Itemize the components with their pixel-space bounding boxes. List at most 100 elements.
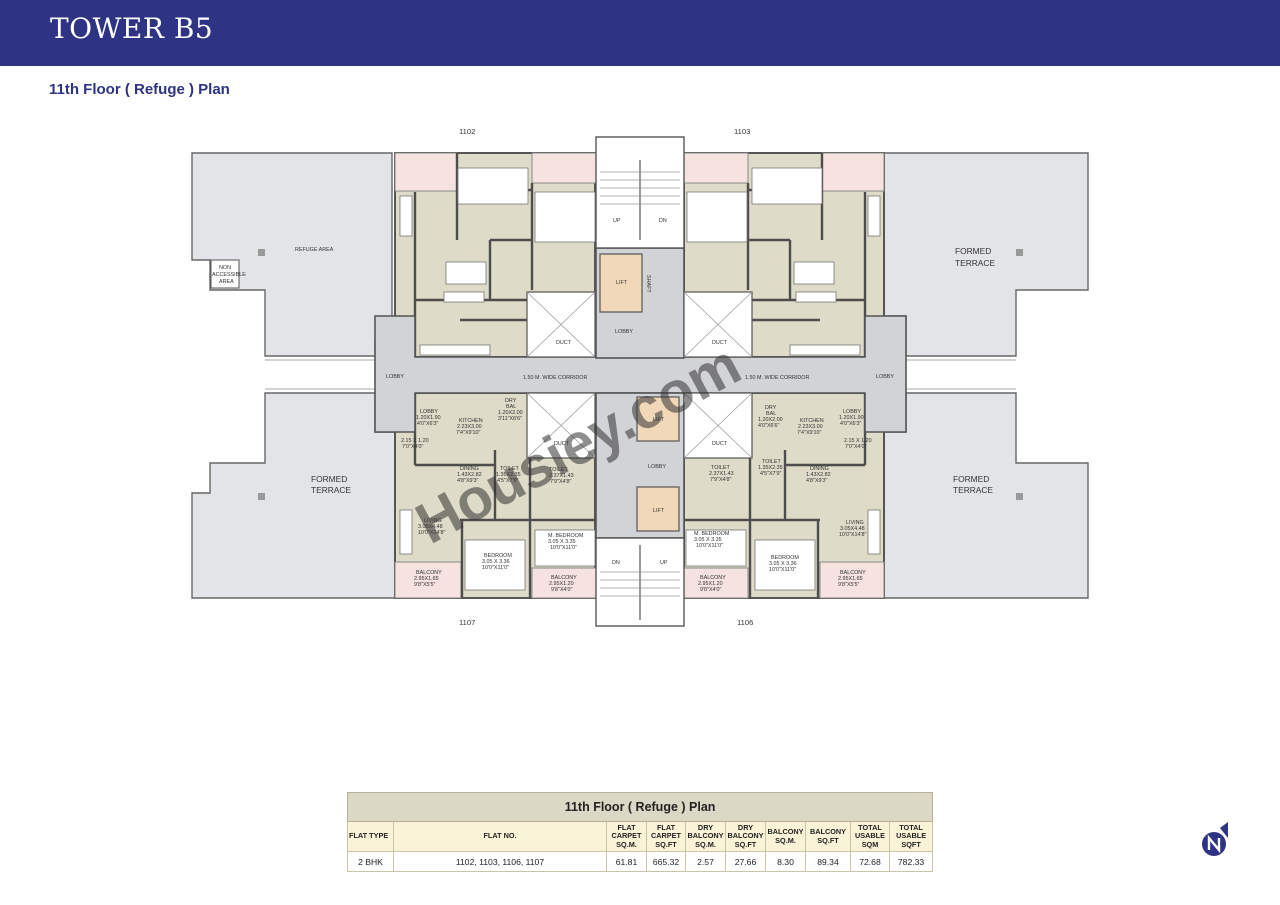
room-dim: 1.20X1.90 [416,415,441,421]
lift [636,396,680,442]
room-dim: 10'0"X11'0" [769,567,796,573]
header-line: BALCONY [727,831,764,841]
formed-terrace-label: TERRACE [311,485,351,495]
duct-shafts [526,291,753,459]
room-dim: 4'0"X6'3" [840,421,862,427]
balcony [683,152,749,184]
header-line: CARPET [651,831,681,841]
shaft-label: SHAFT [645,275,651,293]
header-line: FLAT [656,822,676,832]
room-dim: 2.23X3.00 [798,424,823,430]
header-line: USABLE [855,831,885,841]
room-dim: 4'8"X9'3" [806,478,828,484]
flat-number-label: 1107 [459,618,475,627]
corridor-label: 1.50 M. WIDE CORRIDOR [745,375,810,381]
staircase-top [595,136,685,249]
header-line: SQ.FT [817,835,839,845]
lift [599,253,643,313]
room-dim: 9'8"X5'5" [838,582,860,588]
room-dim: 10'0"X11'0" [696,543,723,549]
table-title: 11th Floor ( Refuge ) Plan [346,792,934,822]
room-dim: 3.05X4.48 [418,524,443,530]
room-label: TOILET [500,466,519,472]
table-cell: 27.66 [725,851,766,872]
page-header: TOWER B5 [0,0,1280,66]
non-accessible-label: AREA [219,279,234,285]
balcony [821,152,885,192]
room-label: BALCONY [416,570,442,576]
table-cell: 1102, 1103, 1106, 1107 [393,851,607,872]
room-dim: 4'0"X6'3" [417,421,439,427]
duct-label: DUCT [554,441,570,447]
header-line: SQ.M. [695,839,716,849]
stair-up-label: UP [660,560,668,566]
room-dim: 9'8"X4'0" [700,587,722,593]
flat-number-label: 1103 [734,127,750,136]
formed-terrace-label: FORMED [955,246,991,256]
refuge-area-label: REFUGE AREA [295,247,334,253]
balcony [683,567,749,599]
formed-terrace-label: FORMED [311,474,347,484]
room-dim: 3.05 X 3.36 [482,559,510,565]
room-dim: 3.05X4.48 [840,526,865,532]
room-label: BEDROOM [771,555,799,561]
room-label: LOBBY [420,409,438,415]
duct-label: DUCT [712,340,728,346]
room-label: DRY [765,405,777,411]
brand-n-logo-icon [1202,822,1228,856]
area-table: 11th Floor ( Refuge ) Plan FLAT TYPE FLAT… [346,792,934,872]
header-line: SQ.FT [655,839,677,849]
room-dim: 2.95X1.20 [698,581,723,587]
formed-terrace-label: TERRACE [955,258,995,268]
room-dim: 7'9"X4'8" [710,477,732,483]
room-dim: 2.37X1.43 [549,473,574,479]
room-dim: 2.15 X 1.20 [844,438,872,444]
room-dim: 2.95X1.20 [549,581,574,587]
lift-label: LIFT [616,280,628,286]
room-dim: 2.15 X 1.20 [401,438,429,444]
room-dim: 1.35X2.35 [758,465,783,471]
terrace-columns [258,249,1023,500]
room-label: BAL [766,411,776,417]
table-cell: 2.57 [685,851,726,872]
table-cell: 72.68 [850,851,890,872]
room-dim: 1.43X2.82 [806,472,831,478]
lift-label: LIFT [653,508,665,514]
room-dim: 10'0"X11'0" [482,565,509,571]
room-label: M. BEDROOM [548,533,584,539]
room-dim: 4'8"X9'3" [457,478,479,484]
table-header-cell: FLAT TYPE [347,821,394,852]
flat-number-label: 1102 [459,127,475,136]
lobby-label: LOBBY [876,374,894,380]
staircase-bottom [595,537,685,627]
header-line: TOTAL [899,822,923,832]
header-line: USABLE [896,831,927,841]
table-cell: 2 BHK [347,851,394,872]
room-label: M. BEDROOM [694,531,730,537]
lobby-label: LOBBY [386,374,404,380]
room-dim: 10'0"X14'8" [418,530,446,536]
header-line: FLAT TYPE [349,831,389,841]
room-label: LIVING [424,518,442,524]
balcony [819,561,885,599]
header-line: TOTAL [858,822,882,832]
room-dim: 2.95X1.65 [414,576,439,582]
room-dim: 7'9"X4'8" [550,479,572,485]
balcony [394,561,462,599]
room-dim: 4'5"X7'9" [760,471,782,477]
table-cell: 89.34 [805,851,851,872]
formed-terrace-right-bottom [883,392,1089,599]
room-label: KITCHEN [459,418,483,424]
lobby-label: LOBBY [648,464,666,470]
